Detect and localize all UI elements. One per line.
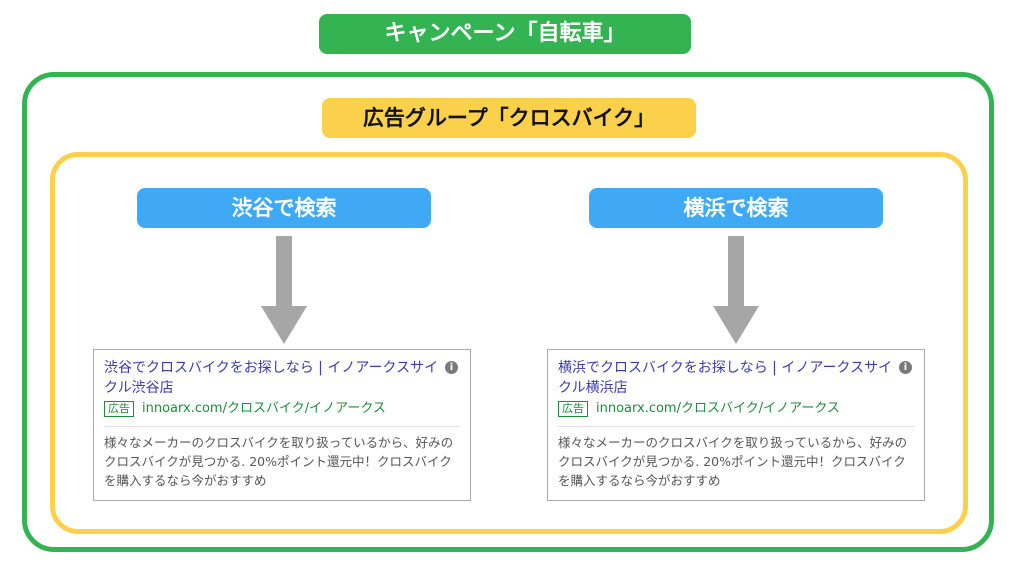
ad-url-line: 広告 innoarx.com/クロスバイク/イノアークス [558,400,914,418]
info-icon[interactable]: i [899,361,912,374]
ad-description: 様々なメーカーのクロスバイクを取り扱っているから、好みのクロスバイクが見つかる.… [558,435,908,488]
ad-card-shibuya: 渋谷でクロスバイクをお探しなら | イノアークスサイクル渋谷店 i 広告 inn… [93,349,471,501]
ad-display-url[interactable]: innoarx.com/クロスバイク/イノアークス [142,401,386,416]
ad-title-text: 渋谷でクロスバイクをお探しなら | イノアークスサイクル渋谷店 [104,360,439,396]
ad-url-line: 広告 innoarx.com/クロスバイク/イノアークス [104,400,460,418]
ad-description: 様々なメーカーのクロスバイクを取り扱っているから、好みのクロスバイクが見つかる.… [104,435,454,488]
campaign-label: キャンペーン「自転車」 [319,14,691,54]
ad-card-yokohama: 横浜でクロスバイクをお探しなら | イノアークスサイクル横浜店 i 広告 inn… [547,349,925,501]
info-icon[interactable]: i [445,361,458,374]
search-label-yokohama: 横浜で検索 [589,188,883,228]
ad-divider [104,426,460,427]
ad-group-label: 広告グループ「クロスバイク」 [322,98,696,138]
ad-display-url[interactable]: innoarx.com/クロスバイク/イノアークス [596,401,840,416]
ad-title-link[interactable]: 横浜でクロスバイクをお探しなら | イノアークスサイクル横浜店 i [558,358,914,398]
ad-title-text: 横浜でクロスバイクをお探しなら | イノアークスサイクル横浜店 [558,360,893,396]
down-arrow-shibuya [261,236,307,344]
search-label-shibuya: 渋谷で検索 [137,188,431,228]
ad-group-frame [50,152,968,534]
ad-title-link[interactable]: 渋谷でクロスバイクをお探しなら | イノアークスサイクル渋谷店 i [104,358,460,398]
ad-badge: 広告 [558,401,588,417]
ad-badge: 広告 [104,401,134,417]
campaign-frame [22,72,994,552]
ad-divider [558,426,914,427]
down-arrow-yokohama [713,236,759,344]
